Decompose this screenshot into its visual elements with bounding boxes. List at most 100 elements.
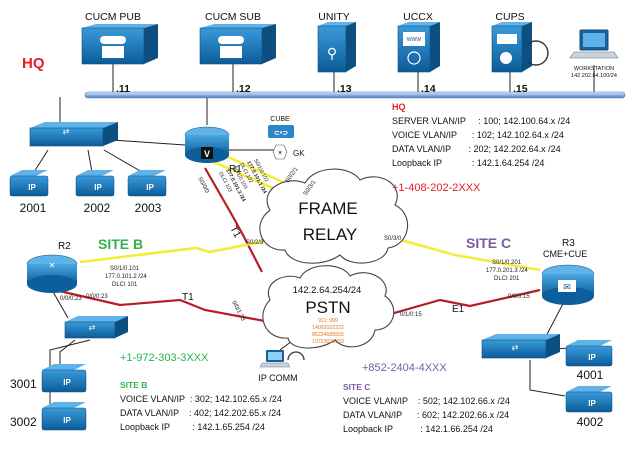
site-c-switch: ⇄ bbox=[481, 334, 560, 359]
switch-arrows-icon: ⇄ bbox=[512, 343, 519, 352]
frame-relay-label-1: FRAME bbox=[298, 199, 358, 218]
cube-device: CUBE ⊂•⊃ bbox=[268, 116, 294, 138]
hq-did: +1-408-202-2XXX bbox=[392, 182, 481, 194]
hq-server-vlan: SERVER VLAN/IP : 100; 142.100.64.x /24 bbox=[392, 116, 570, 126]
r2-pstn-t1-link bbox=[54, 288, 271, 324]
hq-switch-to-r1 bbox=[111, 139, 186, 146]
site-c-label: SITE C bbox=[466, 235, 511, 251]
presence-icon bbox=[500, 52, 512, 64]
ip-phone-icon: IP bbox=[28, 183, 36, 192]
site-b-info-title: SITE B bbox=[120, 380, 147, 390]
workstation: WORKSTATION 142.202.64.100/24 bbox=[569, 29, 619, 79]
ip-communicator: IP COMM bbox=[258, 350, 305, 383]
ip-phone-icon: IP bbox=[63, 416, 71, 425]
cucm-sub-label: CUCM SUB bbox=[205, 11, 261, 23]
refresh-arrow-icon bbox=[527, 40, 549, 66]
unity-label: UNITY bbox=[318, 11, 350, 23]
r2-subinterface-config: S0/1/0.101 177.0.101.2 /24 DLCI 101 bbox=[105, 266, 147, 288]
t1-label-r2: T1 bbox=[182, 292, 194, 303]
site-c-info-title: SITE C bbox=[343, 382, 370, 392]
ip-comm-label: IP COMM bbox=[258, 373, 297, 383]
r3-to-site-c-switch bbox=[544, 299, 566, 339]
host-address-sub: .12 bbox=[236, 83, 251, 95]
site-b-info-block: SITE B VOICE VLAN/IP : 302; 142.102.65.x… bbox=[120, 380, 282, 432]
voice-router-icon: V bbox=[204, 149, 210, 159]
workstation-ip: 142.202.64.100/24 bbox=[571, 73, 617, 79]
hq-switch-phone-2001 bbox=[33, 149, 49, 173]
cups-label: CUPS bbox=[495, 11, 524, 23]
pstn-cloud: 142.2.64.254/24 PSTN 911; 999 1408202222… bbox=[262, 265, 395, 349]
ip-phone-2001: IP 2001 bbox=[9, 170, 49, 215]
pstn-label: PSTN bbox=[305, 298, 350, 317]
site-c-voice-vlan: VOICE VLAN/IP : 502; 142.102.66.x /24 bbox=[343, 396, 510, 406]
hq-voice-vlan: VOICE VLAN/IP : 102; 142.102.64.x /24 bbox=[392, 130, 564, 140]
uccx-server: UCCX WWW bbox=[397, 11, 440, 73]
ip-phone-3002: IP 3002 bbox=[10, 402, 87, 431]
ip-phone-icon: IP bbox=[63, 378, 71, 387]
host-address-unity: .13 bbox=[337, 83, 352, 95]
phone-extension: 4001 bbox=[577, 368, 604, 382]
hq-info-block: HQ SERVER VLAN/IP : 100; 142.100.64.x /2… bbox=[392, 102, 570, 168]
r3-label: R3 bbox=[562, 238, 575, 249]
r2-cfg-line: 177.0.101.2 /24 bbox=[105, 274, 147, 280]
r3-cfg-line: 177.0.201.3 /24 bbox=[486, 268, 528, 274]
site-b-voice-vlan: VOICE VLAN/IP : 302; 142.102.65.x /24 bbox=[120, 394, 282, 404]
pstn-number-1: 911; 999 bbox=[318, 318, 338, 324]
gatekeeper: ✶ GK bbox=[272, 144, 305, 160]
hq-data-vlan: DATA VLAN/IP : 202; 142.202.64.x /24 bbox=[392, 144, 561, 154]
router-r2: R2 ✕ bbox=[26, 241, 78, 293]
r2-frame-relay-link bbox=[79, 238, 271, 264]
site-c-did: +852-2404-4XXX bbox=[362, 362, 447, 374]
site-b-did: +1-972-303-3XXX bbox=[120, 352, 209, 364]
headset-icon bbox=[287, 351, 305, 361]
cups-server: CUPS bbox=[491, 11, 549, 73]
switch-arrows-icon: ⇄ bbox=[89, 323, 96, 332]
r2-if-pri-b: 0/0/0:23 bbox=[60, 296, 82, 302]
hq-lan-bar bbox=[84, 91, 626, 99]
phone-extension: 3001 bbox=[10, 377, 37, 391]
site-b-label: SITE B bbox=[98, 236, 143, 252]
host-address-uccx: .14 bbox=[421, 83, 436, 95]
r3-cfg-line: DLCI 201 bbox=[494, 276, 520, 282]
site-c-info-block: SITE C VOICE VLAN/IP : 502; 142.102.66.x… bbox=[343, 382, 510, 434]
phone-extension: 2001 bbox=[20, 201, 47, 215]
site-b-switch: ⇄ bbox=[64, 316, 128, 339]
r1-label: R1 bbox=[229, 164, 242, 175]
hq-loopback: Loopback IP : 142.1.64.254 /24 bbox=[392, 158, 544, 168]
t1-label-r1: T1 bbox=[227, 224, 242, 240]
gatekeeper-icon: ✶ bbox=[277, 149, 283, 157]
r3-if-pri: 0/1/0:15 bbox=[400, 312, 422, 318]
e1-label-r3: E1 bbox=[452, 304, 465, 315]
ip-phone-2002: IP 2002 bbox=[75, 170, 115, 215]
site-b-data-vlan: DATA VLAN/IP : 402; 142.202.65.x /24 bbox=[120, 408, 281, 418]
site-c-loopback: Loopback IP : 142.1.66.254 /24 bbox=[343, 424, 493, 434]
ip-phone-3001: IP 3001 bbox=[10, 364, 87, 393]
hq-switch: ⇄ bbox=[29, 122, 118, 147]
pstn-number-3: 85224685555 bbox=[312, 332, 344, 338]
r2-to-site-b-switch bbox=[51, 289, 69, 319]
phone-extension: 3002 bbox=[10, 415, 37, 429]
ip-phone-icon: IP bbox=[146, 183, 154, 192]
agent-icon bbox=[407, 51, 421, 65]
phone-extension: 2002 bbox=[84, 201, 111, 215]
ip-phone-4002: IP 4002 bbox=[565, 386, 613, 429]
r1-subinterface-config: S0/1/0.102 177.0.101.1 /24 DLCI 102 S0/1… bbox=[217, 158, 269, 203]
r2-label: R2 bbox=[58, 241, 71, 252]
ip-phone-icon: IP bbox=[588, 353, 596, 362]
r3-pstn-e1-link bbox=[379, 288, 541, 319]
r1-if-s023: S0/2/3 bbox=[246, 240, 264, 246]
cucm-sub: CUCM SUB bbox=[199, 11, 276, 65]
phone-handset-icon bbox=[218, 36, 244, 58]
cucm-pub: CUCM PUB bbox=[81, 11, 158, 65]
r1-pstn-t1-link bbox=[204, 167, 263, 273]
uccx-label: UCCX bbox=[403, 11, 433, 23]
router-r1: V R1 bbox=[184, 126, 242, 175]
site-c-data-vlan: DATA VLAN/IP : 602; 142.202.66.x /24 bbox=[343, 410, 509, 420]
r3-subinterface-config: S0/1/0.201 177.0.201.3 /24 DLCI 201 bbox=[486, 260, 528, 282]
cucm-pub-label: CUCM PUB bbox=[85, 11, 141, 23]
www-label: WWW bbox=[407, 37, 421, 43]
phone-extension: 4002 bbox=[577, 415, 604, 429]
r3-if-s030: S0/3/0 bbox=[384, 236, 402, 242]
